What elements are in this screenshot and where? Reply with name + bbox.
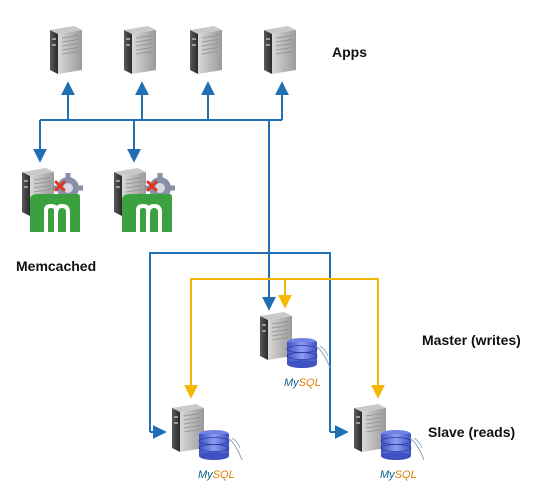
- slave-right-mysql-logo: MySQL: [380, 469, 417, 481]
- blue-links: [33, 81, 349, 439]
- slave-db-right: MySQL: [354, 404, 424, 481]
- replication-links: [184, 278, 385, 399]
- blue-distribution-line: [149, 252, 331, 432]
- memcached-label: Memcached: [16, 258, 97, 274]
- master-db: MySQL: [260, 312, 330, 389]
- app-server-3: [189, 25, 223, 75]
- master-mysql-logo: MySQL: [284, 377, 321, 389]
- master-label: Master (writes): [422, 332, 521, 348]
- slave-label: Slave (reads): [428, 424, 516, 440]
- app-server-2: [123, 25, 157, 75]
- slave-left-mysql-logo: MySQL: [198, 469, 235, 481]
- slave-db-left: MySQL: [172, 404, 242, 481]
- app-server-4: [263, 25, 297, 75]
- memcached-server-2: [114, 168, 175, 232]
- app-server-1: [49, 25, 83, 75]
- apps-label: Apps: [332, 44, 367, 60]
- memcached-server-1: [22, 168, 83, 232]
